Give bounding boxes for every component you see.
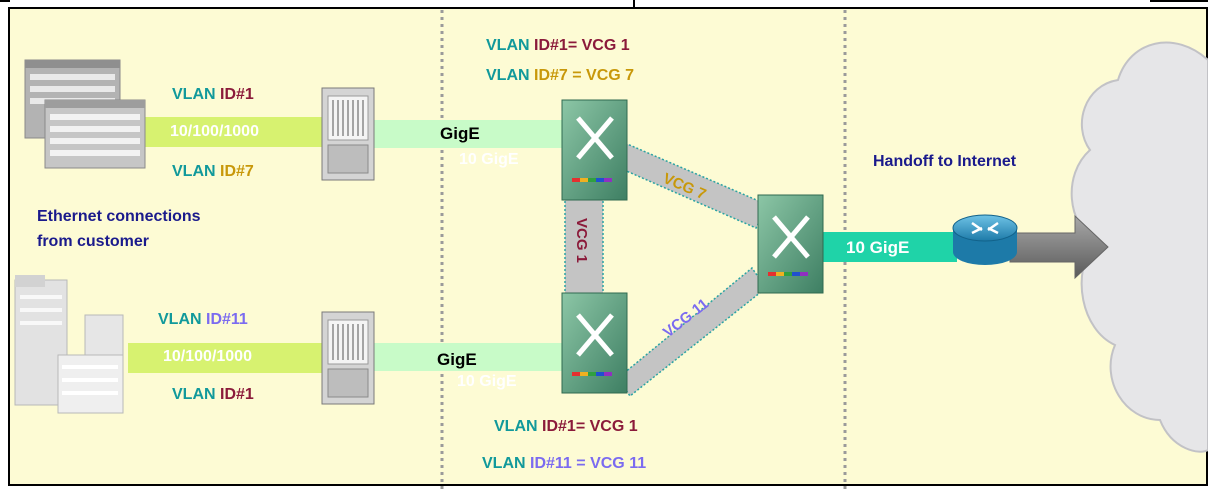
ethernet-note-line2: from customer: [37, 233, 150, 250]
mapping-prefix: VLAN: [486, 37, 530, 54]
vlan-label-top-lower: VLAN ID#7: [172, 163, 254, 181]
mapping-id: ID#11: [530, 455, 572, 472]
ethernet-switch-icon: [561, 99, 628, 201]
mapping-top-line2: VLAN ID#7 = VCG 7: [486, 67, 634, 85]
vlan-label-bottom-upper: VLAN ID#11: [158, 311, 248, 329]
link-speed-bottom: 10/100/1000: [163, 348, 252, 365]
gige-link-top: [372, 120, 567, 148]
router-icon: [952, 214, 1018, 265]
gige-label-bottom: GigE: [437, 350, 477, 369]
vlan-id: ID#1: [220, 386, 254, 403]
office-tower-icon: [14, 275, 124, 414]
mapping-id: ID#1: [542, 418, 576, 435]
ethernet-switch-icon: [561, 292, 628, 394]
gige-label-top: GigE: [440, 124, 480, 143]
customer-link-top: [140, 117, 325, 147]
mapping-id: ID#1: [534, 37, 568, 54]
gige-ghost-label-top: 10 GigE: [459, 151, 519, 168]
mapping-prefix: VLAN: [486, 67, 530, 84]
mapping-bottom-line2: VLAN ID#11 = VCG 11: [482, 455, 646, 473]
vlan-prefix: VLAN: [172, 86, 216, 103]
ethernet-switch-icon: [757, 194, 824, 294]
vcg1-label: VCG 1: [573, 218, 590, 263]
vlan-prefix: VLAN: [172, 386, 216, 403]
mapping-suffix: = VCG 11: [576, 455, 647, 472]
customer-access-device-icon: [321, 87, 375, 181]
mapping-prefix: VLAN: [482, 455, 526, 472]
gige-ghost-label-bottom: 10 GigE: [457, 373, 517, 390]
vlan-id: ID#7: [220, 163, 254, 180]
mapping-suffix: = VCG 1: [575, 418, 638, 435]
mapping-id: ID#7: [534, 67, 568, 84]
link-speed-top: 10/100/1000: [170, 123, 259, 140]
handoff-link-label: 10 GigE: [846, 238, 910, 257]
handoff-title: Handoff to Internet: [873, 153, 1017, 170]
mapping-suffix: = VCG 7: [572, 67, 635, 84]
vlan-id: ID#11: [206, 311, 248, 328]
mapping-bottom-line1: VLAN ID#1= VCG 1: [494, 418, 638, 436]
handoff-link: [822, 232, 957, 262]
customer-access-device-icon: [321, 311, 375, 405]
office-building-icon: [24, 59, 146, 169]
mapping-suffix: = VCG 1: [567, 37, 630, 54]
handoff-arrow-icon: [1009, 214, 1109, 280]
vlan-id: ID#1: [220, 86, 254, 103]
vlan-label-bottom-lower: VLAN ID#1: [172, 386, 254, 404]
gige-link-bottom: [372, 343, 567, 371]
ethernet-note-line1: Ethernet connections: [37, 208, 201, 225]
vlan-prefix: VLAN: [158, 311, 202, 328]
customer-link-bottom: [128, 343, 325, 373]
mapping-top-line1: VLAN ID#1= VCG 1: [486, 37, 630, 55]
mapping-prefix: VLAN: [494, 418, 538, 435]
vlan-label-top-upper: VLAN ID#1: [172, 86, 254, 104]
vlan-prefix: VLAN: [172, 163, 216, 180]
